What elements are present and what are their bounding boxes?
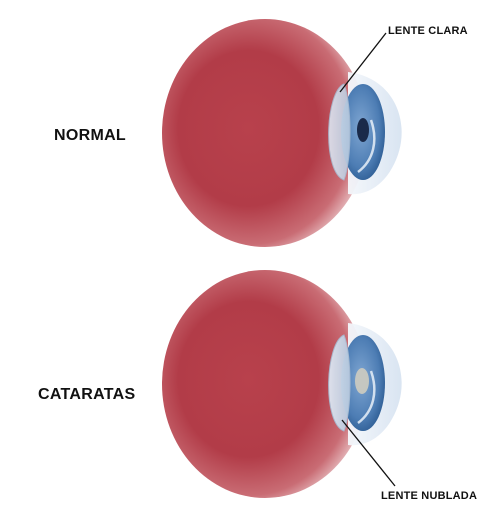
lente-nublada-label: LENTE NUBLADA — [381, 490, 478, 502]
normal-eye — [162, 19, 402, 247]
normal-iris-highlight — [357, 119, 376, 173]
cataratas-label: CATARATAS — [38, 386, 136, 403]
lente-nublada-leader-line — [341, 419, 396, 487]
cataract-cloudy-pupil — [355, 368, 369, 394]
normal-label: NORMAL — [54, 127, 127, 144]
cataract-lens — [328, 334, 351, 432]
normal-lens — [328, 83, 351, 181]
normal-pupil — [357, 118, 369, 142]
cataract-eyeball — [162, 270, 368, 498]
lente-clara-label: LENTE CLARA — [388, 25, 468, 37]
cataract-iris-highlight — [357, 370, 376, 424]
normal-eyeball — [162, 19, 368, 247]
lente-clara-leader-line — [339, 32, 387, 93]
cataract-eye — [162, 270, 402, 498]
